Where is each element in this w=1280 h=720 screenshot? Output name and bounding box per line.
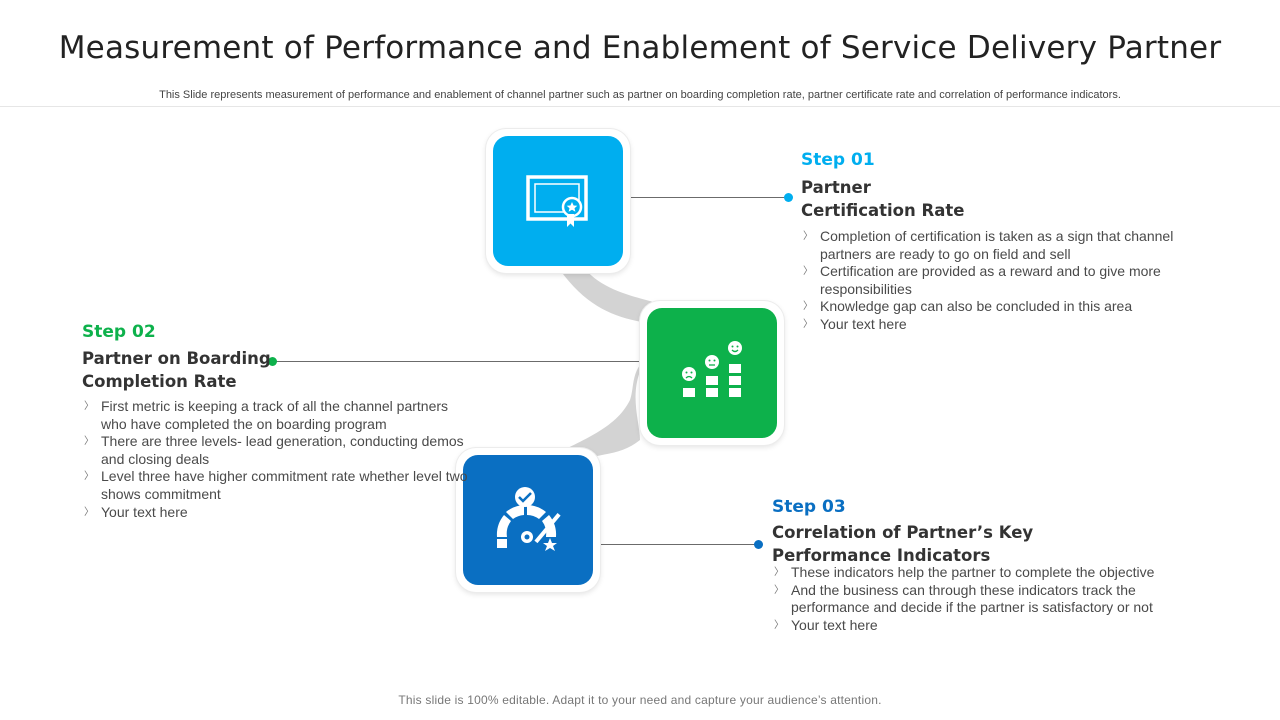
list-item: 〉Level three have higher commitment rate… <box>84 468 468 502</box>
step2-label: Step 02 <box>82 322 156 342</box>
list-item: 〉These indicators help the partner to co… <box>774 564 1155 580</box>
step3-connector-line <box>600 544 758 545</box>
slide-title: Measurement of Performance and Enablemen… <box>58 30 1222 66</box>
chevron-right-icon: 〉 <box>84 506 94 518</box>
chevron-right-icon: 〉 <box>803 301 813 313</box>
step1-dot <box>784 193 793 202</box>
step3-tile <box>456 448 600 592</box>
slide-footer: This slide is 100% editable. Adapt it to… <box>398 693 882 707</box>
slide-subtitle: This Slide represents measurement of per… <box>159 89 1121 101</box>
chevron-right-icon: 〉 <box>803 266 813 278</box>
step2-heading-line1: Partner on Boarding <box>82 349 271 368</box>
step2-heading: Partner on Boarding Completion Rate <box>82 347 342 393</box>
chevron-right-icon: 〉 <box>774 619 784 631</box>
list-item: 〉Knowledge gap can also be concluded in … <box>803 298 1133 315</box>
step1-heading: Partner Certification Rate <box>801 176 1061 222</box>
list-item: 〉Your text here <box>84 503 188 520</box>
list-item: 〉There are three levels- lead generation… <box>84 433 464 467</box>
list-item: 〉First metric is keeping a track of all … <box>84 398 449 432</box>
step3-heading: Correlation of Partner’s Key Performance… <box>772 521 1072 567</box>
chevron-right-icon: 〉 <box>803 318 813 330</box>
list-item: 〉Your text here <box>774 616 878 633</box>
step1-label: Step 01 <box>801 150 875 170</box>
chevron-right-icon: 〉 <box>803 231 813 242</box>
satisfaction-bar-chart-icon <box>682 341 742 397</box>
step2-bullets: 〉First metric is keeping a track of all … <box>82 398 472 521</box>
chevron-right-icon: 〉 <box>84 436 94 448</box>
list-item: 〉Completion of certification is taken as… <box>803 228 1174 262</box>
step3-dot <box>754 540 763 549</box>
step3-heading-line1: Correlation of Partner’s Key <box>772 523 1034 542</box>
chevron-right-icon: 〉 <box>84 401 94 412</box>
list-item: 〉Certification are provided as a reward … <box>803 263 1161 297</box>
step3-heading-line2: Performance Indicators <box>772 546 991 565</box>
chevron-right-icon: 〉 <box>774 567 784 578</box>
header-divider <box>0 106 1280 107</box>
performance-gauge-icon <box>496 487 561 551</box>
step3-label: Step 03 <box>772 497 846 517</box>
step1-heading-line2: Certification Rate <box>801 201 965 220</box>
step1-tile <box>486 129 630 273</box>
step1-heading-line1: Partner <box>801 178 871 197</box>
step2-dot <box>268 357 277 366</box>
step2-tile <box>640 301 784 445</box>
certificate-icon <box>526 175 588 227</box>
step2-connector-line <box>276 361 642 362</box>
step3-bullets: 〉These indicators help the partner to co… <box>772 564 1162 634</box>
list-item: 〉Your text here <box>803 315 907 332</box>
list-item: 〉And the business can through these indi… <box>774 581 1153 616</box>
step1-connector-line <box>630 197 788 198</box>
chevron-right-icon: 〉 <box>774 584 784 596</box>
step2-heading-line2: Completion Rate <box>82 372 237 391</box>
step1-bullets: 〉Completion of certification is taken as… <box>801 228 1201 334</box>
chevron-right-icon: 〉 <box>84 471 94 483</box>
